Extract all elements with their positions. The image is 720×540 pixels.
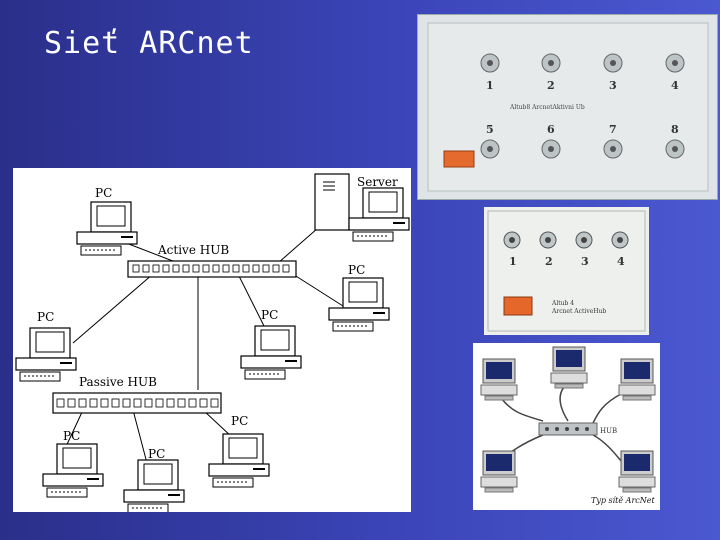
port-number: 5	[486, 123, 494, 136]
pc-label: PC	[37, 310, 54, 324]
passive-hub	[52, 392, 222, 414]
pc-label: PC	[148, 447, 165, 461]
hub-icon	[538, 422, 598, 436]
pc-icon	[618, 358, 656, 401]
port-number: 7	[609, 123, 617, 136]
plate-text: Altub8 ArcnetAktivni Ub	[509, 104, 585, 111]
active-hub-8-photo: 1 2 3 4 5 6 7 8 Altub8 ArcnetAktivni Ub	[417, 14, 718, 200]
port-number: 3	[581, 255, 589, 268]
port-number: 4	[671, 79, 679, 92]
port-number: 8	[671, 123, 679, 136]
port-number: 1	[509, 255, 517, 268]
caption: Typ sítě ArcNet	[591, 496, 655, 505]
active-hub	[127, 260, 297, 278]
port-number: 2	[547, 79, 555, 92]
pc-label: PC	[348, 263, 365, 277]
hub-label: HUB	[600, 427, 617, 435]
slide-title: Sieť ARCnet	[44, 26, 254, 61]
active-hub-4-photo: 1 2 3 4 Altub 4 Arcnet ActiveHub	[484, 207, 649, 335]
port-number: 1	[486, 79, 494, 92]
pc-icon	[76, 201, 138, 256]
pc-icon	[123, 459, 185, 514]
pc-icon	[328, 277, 390, 332]
pc-label: PC	[95, 186, 112, 200]
pc-icon	[618, 450, 656, 493]
plate-text: Arcnet ActiveHub	[551, 308, 606, 315]
pc-icon	[480, 450, 518, 493]
active-hub-label: Active HUB	[157, 243, 229, 257]
pc-label: PC	[231, 414, 248, 428]
pc-label: PC	[63, 429, 80, 443]
port-number: 4	[617, 255, 625, 268]
pc-icon	[42, 443, 104, 498]
pc-label: PC	[261, 308, 278, 322]
pc-icon	[208, 433, 270, 488]
server-label: Server	[357, 175, 398, 189]
passive-hub-label: Passive HUB	[79, 375, 157, 389]
pc-icon	[15, 327, 77, 382]
arcnet-diagram: Server PC PC PC PC PC PC PC Active HUB	[13, 168, 411, 514]
pc-icon	[550, 346, 588, 389]
arcnet-topology-illustration: HUB Typ sítě ArcNet	[473, 343, 660, 510]
server-icon	[314, 173, 410, 242]
pc-icon	[480, 358, 518, 401]
port-number: 6	[547, 123, 555, 136]
pc-icon	[240, 325, 302, 380]
port-number: 2	[545, 255, 553, 268]
plate-text: Altub 4	[551, 300, 574, 307]
port-number: 3	[609, 79, 617, 92]
